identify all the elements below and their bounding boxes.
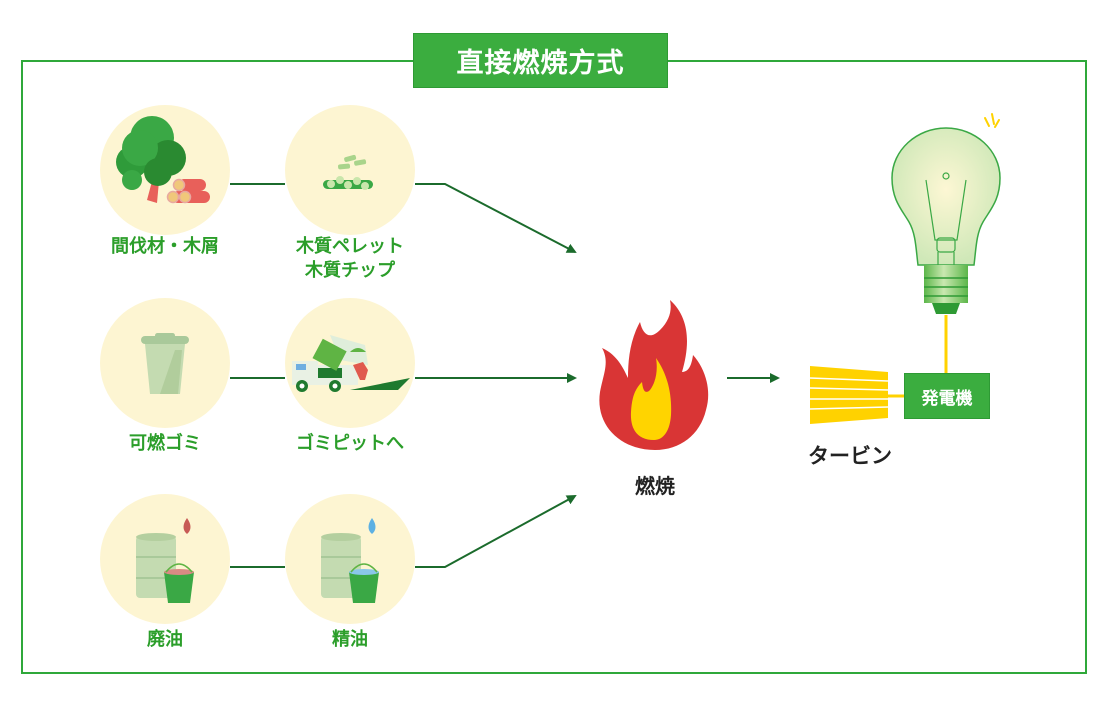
label-garbage-pit: ゴミピットへ	[296, 433, 404, 454]
diagram-title: 直接燃焼方式	[413, 33, 668, 88]
tree-and-logs-icon	[116, 116, 210, 204]
label-pellets-line-2: 木質チップ	[305, 260, 395, 281]
label-turbine: タービン	[808, 444, 892, 468]
label-pellets-line-1: 木質ペレット	[296, 236, 404, 257]
label-refined-oil: 精油	[332, 629, 368, 650]
light-bulb-icon	[891, 113, 1001, 314]
generator-box: 発電機	[904, 373, 990, 419]
label-waste-oil: 廃油	[147, 629, 183, 650]
label-combustion: 燃焼	[635, 474, 675, 498]
processed-circle-pellets	[285, 105, 415, 235]
arrow-pellets-to-combustion	[415, 183, 577, 253]
wood-pellets-icon	[323, 154, 373, 190]
garbage-truck-icon	[292, 335, 410, 392]
arrow-oil-to-combustion	[415, 495, 577, 568]
flame-icon	[599, 300, 709, 450]
trash-can-icon	[141, 333, 189, 394]
turbine-icon	[809, 366, 904, 424]
oil-drum-blue-drop-icon	[321, 518, 379, 603]
label-combustible-waste: 可燃ゴミ	[129, 433, 201, 454]
oil-drum-red-drop-icon	[136, 518, 194, 603]
label-thinning-wood: 間伐材・木屑	[111, 236, 219, 257]
connector-lines	[230, 183, 780, 568]
